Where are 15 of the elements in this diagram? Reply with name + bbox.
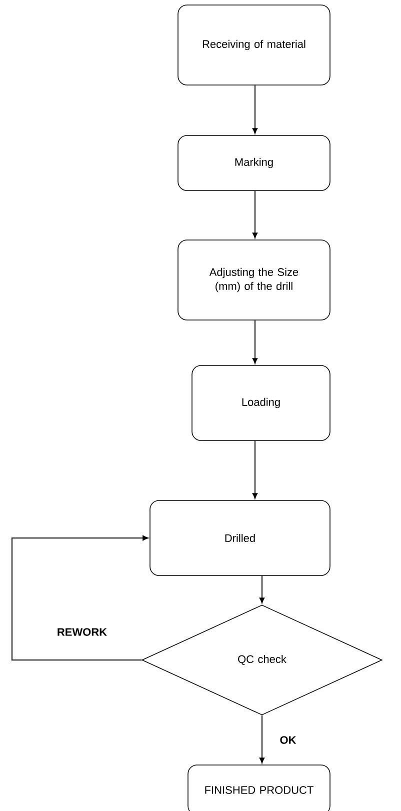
process-box: FINISHED PRODUCT (188, 764, 330, 811)
arrow (252, 440, 258, 499)
process-box: Marking (178, 135, 330, 191)
arrow (252, 84, 258, 134)
arrow (259, 575, 265, 604)
edge-label: REWORK (56, 627, 108, 637)
process-box: Loading (192, 365, 330, 441)
arrow (12, 535, 148, 660)
edge-label: OK (278, 735, 298, 745)
arrow (259, 714, 265, 764)
arrow (252, 320, 258, 364)
process-box: Adjusting the Size (mm) of the drill (178, 240, 330, 320)
arrow (252, 190, 258, 238)
process-box: Receiving of material (178, 4, 330, 86)
process-box: Drilled (150, 500, 330, 576)
